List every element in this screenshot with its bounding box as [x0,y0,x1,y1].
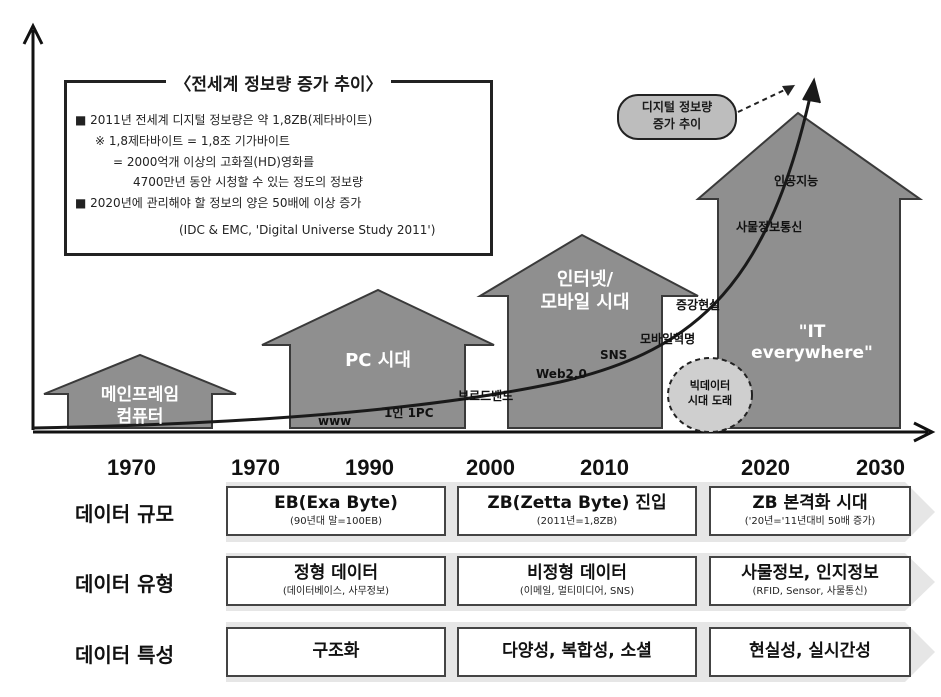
info-line-3: = 2000억개 이상의 고화질(HD)영화를 [113,155,315,169]
year-label: 1970 [231,455,280,480]
table-cell: 다양성, 복합성, 소셜 [457,627,697,677]
house-it-label: "IT everywhere" [751,322,873,363]
table-cell: 비정형 데이터 (이메일, 멀티미디어, SNS) [457,556,697,606]
cell-main: ZB(Zetta Byte) 진입 [487,493,667,514]
info-line-5: ■ 2020년에 관리해야 할 정보의 양은 50배에 이상 증가 [75,196,362,210]
year-label: 2000 [466,455,515,480]
table-cell: ZB 본격화 시대 ('20년='11년대비 50배 증가) [709,486,911,536]
cell-sub: ('20년='11년대비 50배 증가) [744,515,876,527]
table-cell: ZB(Zetta Byte) 진입 (2011년=1,8ZB) [457,486,697,536]
house-it-everywhere [695,111,924,429]
label-mobile-revolution: 모바일혁명 [640,332,696,346]
cell-sub: (90년대 말=100EB) [290,515,382,527]
growth-curve-arrowhead [802,77,821,104]
bigdata-circle [667,357,753,433]
label-bigdata: 빅데이터 시대 도래 [687,379,733,407]
info-box: 〈전세계 정보량 증가 추이〉 ■ 2011년 전세계 디지털 정보량은 약 1… [64,75,493,256]
year-label: 1970 [107,455,156,480]
row-label-size: 데이터 규모 [75,502,174,526]
cell-main: 정형 데이터 [293,563,379,584]
info-line-1: ■ 2011년 전세계 디지털 정보량은 약 1,8ZB(제타바이트) [75,113,373,127]
cell-main: 구조화 [312,641,360,662]
label-ai: 인공지능 [774,174,819,188]
label-1pc: 1인 1PC [384,406,434,420]
cell-main: 비정형 데이터 [527,563,627,584]
table-cell: EB(Exa Byte) (90년대 말=100EB) [226,486,446,536]
house-pc-label: PC 시대 [345,350,411,371]
label-web2: Web2,0 [536,367,587,381]
table-cell: 정형 데이터 (데이터베이스, 사무정보) [226,556,446,606]
y-axis-arrowhead [22,22,44,45]
year-label: 2010 [580,455,629,480]
year-label: 2030 [856,455,905,480]
curve-callout-bubble [617,94,737,140]
house-internet-label: 인터넷/ 모바일 시대 [540,269,630,313]
year-label: 2020 [741,455,790,480]
cell-sub: (2011년=1,8ZB) [536,515,618,527]
cell-main: 사물정보, 인지정보 [741,563,879,584]
cell-sub: (데이터베이스, 사무정보) [282,585,390,597]
house-pc [261,288,495,429]
info-source: (IDC & EMC, 'Digital Universe Study 2011… [179,223,436,237]
info-box-title: 〈전세계 정보량 증가 추이〉 [166,75,391,95]
cell-sub: (이메일, 멀티미디어, SNS) [519,585,635,597]
label-broadband: 브로드밴드 [458,389,514,403]
year-label: 1990 [345,455,394,480]
table-cell: 현실성, 실시간성 [709,627,911,677]
callout-dashed-arrow [737,84,796,113]
cell-sub: (RFID, Sensor, 사물통신) [752,585,868,597]
label-sns: SNS [600,348,628,362]
cell-main: EB(Exa Byte) [274,493,398,514]
table-cell: 구조화 [226,627,446,677]
growth-curve [32,87,814,430]
cell-main: 다양성, 복합성, 소셜 [502,641,652,662]
cell-main: ZB 본격화 시대 [752,493,868,514]
info-line-2: ※ 1,8제타바이트 = 1,8조 기가바이트 [95,134,290,148]
info-box-title-wrap: 〈전세계 정보량 증가 추이〉 [67,70,490,95]
label-ar: 증강현실 [676,298,721,312]
house-mainframe [43,353,237,429]
info-line-4: 4700만년 동안 시청할 수 있는 정도의 정보량 [133,175,364,189]
row-label-trait: 데이터 특성 [75,643,174,667]
curve-callout-text: 디지털 정보량 증가 추이 [641,100,713,131]
house-mainframe-label: 메인프레임 컴퓨터 [100,385,180,427]
callout-arrowhead [782,85,795,96]
row-label-type: 데이터 유형 [75,572,174,596]
table-cell: 사물정보, 인지정보 (RFID, Sensor, 사물통신) [709,556,911,606]
cell-main: 현실성, 실시간성 [749,641,871,662]
house-internet [476,233,699,429]
label-www: www [318,414,352,428]
x-axis-arrowhead [913,421,936,443]
label-iot: 사물정보통신 [736,220,803,234]
